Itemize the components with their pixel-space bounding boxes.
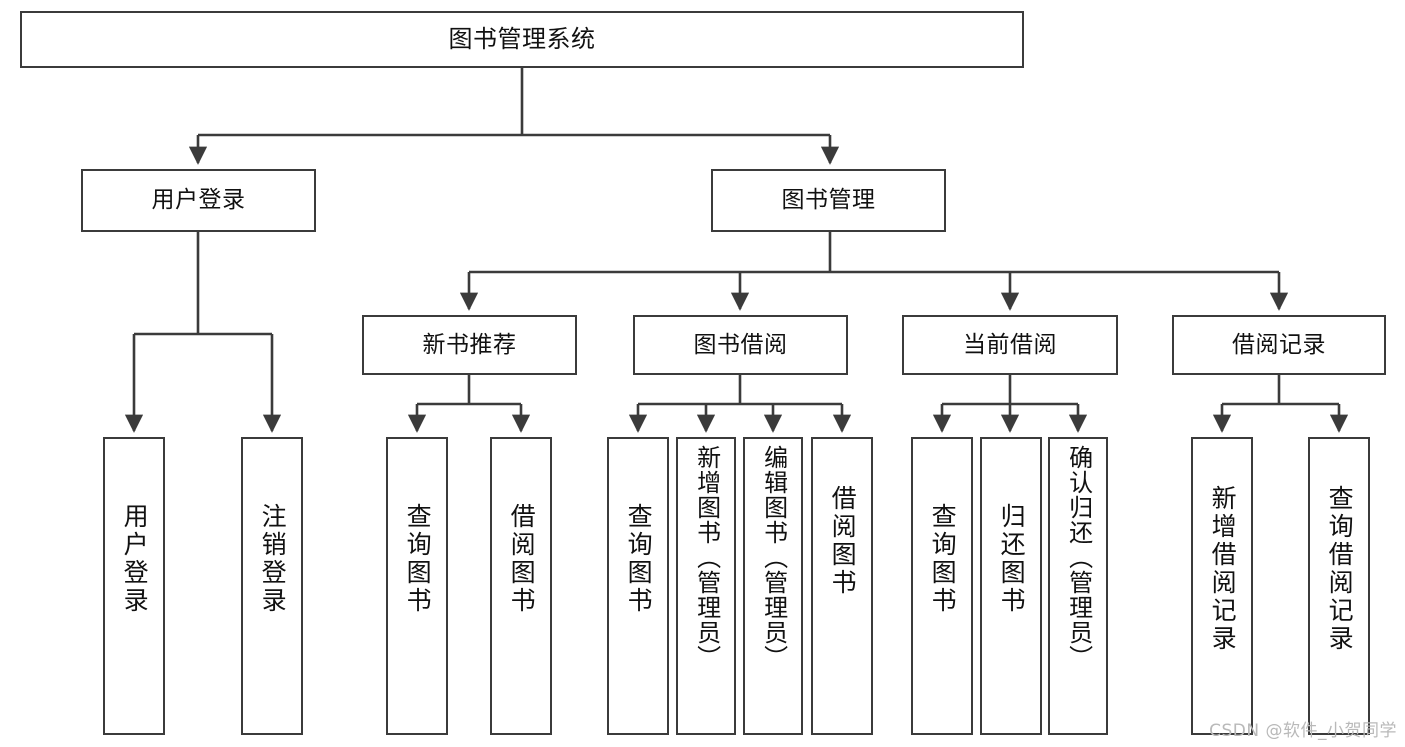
- leaf-recommend-borrow-book[interactable]: 借阅图书: [490, 437, 552, 735]
- leaf-user-logout[interactable]: 注销登录: [241, 437, 303, 735]
- node-label: 借阅图书: [828, 485, 858, 597]
- leaf-borrow-add-book-admin[interactable]: 新增图书（管理员）: [676, 437, 736, 735]
- leaf-record-query-borrow-record[interactable]: 查询借阅记录: [1308, 437, 1370, 735]
- node-label: 图书借阅: [693, 331, 788, 358]
- node-label: 用户登录: [151, 187, 246, 214]
- node-book-borrow[interactable]: 图书借阅: [633, 315, 848, 375]
- leaf-current-return-book[interactable]: 归还图书: [980, 437, 1042, 735]
- node-label: 借阅记录: [1232, 331, 1326, 358]
- leaf-recommend-query-book[interactable]: 查询图书: [386, 437, 448, 735]
- node-label: 查询借阅记录: [1325, 485, 1355, 653]
- leaf-user-login[interactable]: 用户登录: [103, 437, 165, 735]
- node-label: 借阅图书: [507, 503, 537, 615]
- node-label: 当前借阅: [963, 331, 1057, 358]
- node-label: 归还图书: [997, 503, 1027, 615]
- node-label: 新书推荐: [422, 331, 517, 358]
- node-root-system[interactable]: 图书管理系统: [20, 11, 1024, 68]
- node-user-login[interactable]: 用户登录: [81, 169, 316, 232]
- node-label: 用户登录: [120, 503, 150, 615]
- node-label: 图书管理: [781, 187, 876, 214]
- node-label: 图书管理系统: [448, 24, 596, 53]
- node-label: 查询图书: [403, 503, 433, 615]
- node-label: 查询图书: [624, 503, 654, 615]
- leaf-current-confirm-return-admin[interactable]: 确认归还（管理员）: [1048, 437, 1108, 735]
- leaf-borrow-query-book[interactable]: 查询图书: [607, 437, 669, 735]
- node-label: 新增借阅记录: [1208, 485, 1238, 653]
- leaf-borrow-edit-book-admin[interactable]: 编辑图书（管理员）: [743, 437, 803, 735]
- leaf-current-query-book[interactable]: 查询图书: [911, 437, 973, 735]
- node-label: 查询图书: [928, 503, 958, 615]
- node-label: 注销登录: [258, 503, 288, 615]
- leaf-record-add-borrow-record[interactable]: 新增借阅记录: [1191, 437, 1253, 735]
- node-label: 新增图书（管理员）: [692, 445, 721, 670]
- node-label: 确认归还（管理员）: [1064, 445, 1093, 670]
- node-new-book-recommend[interactable]: 新书推荐: [362, 315, 577, 375]
- node-current-borrow[interactable]: 当前借阅: [902, 315, 1118, 375]
- node-book-management[interactable]: 图书管理: [711, 169, 946, 232]
- node-label: 编辑图书（管理员）: [759, 445, 788, 670]
- node-borrow-record[interactable]: 借阅记录: [1172, 315, 1386, 375]
- leaf-borrow-borrow-book[interactable]: 借阅图书: [811, 437, 873, 735]
